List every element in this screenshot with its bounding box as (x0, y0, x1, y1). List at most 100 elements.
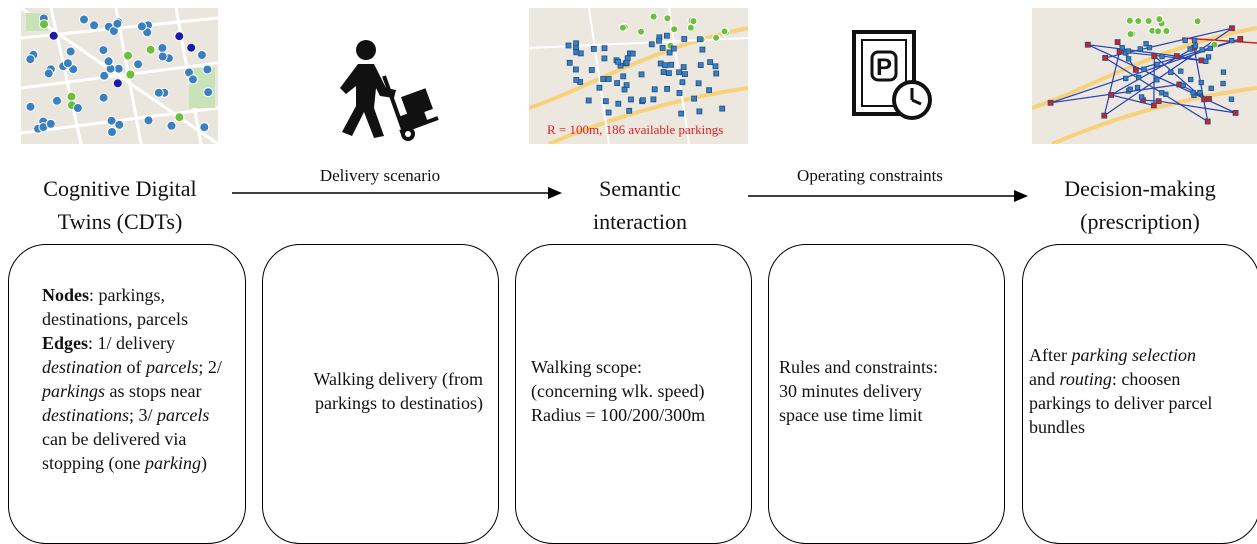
parking-cluster-marker (601, 77, 606, 82)
decision-text-2: and (1029, 369, 1060, 389)
chosen-parking-marker (1156, 99, 1161, 104)
parking-cluster-marker (682, 37, 687, 42)
delivery-icon-image (300, 8, 450, 144)
parking-cluster-marker (671, 46, 676, 51)
parking-cluster-marker (1191, 90, 1196, 95)
parking-cluster-marker (677, 91, 682, 96)
parking-cluster-marker (1136, 75, 1141, 80)
parking-cluster-marker (603, 99, 608, 104)
decision-map-image (1032, 8, 1257, 144)
parking-marker (80, 15, 89, 24)
arrow-1 (232, 186, 562, 200)
chosen-parking-marker (1207, 97, 1212, 102)
parking-marker (200, 123, 209, 132)
parking-cluster-marker (697, 109, 702, 114)
parking-cluster-marker (1126, 49, 1131, 54)
parking-cluster-marker (657, 38, 662, 43)
parking-cluster-marker (602, 46, 607, 51)
box-semantic-text: Walking scope: (concerning wlk. speed) R… (531, 355, 751, 427)
parking-cluster-marker (1188, 77, 1193, 82)
parking-cluster-marker (1230, 38, 1235, 43)
decision-em-2: routing (1060, 369, 1112, 389)
parking-cluster-marker (624, 60, 629, 65)
parking-cluster-marker (1155, 62, 1160, 66)
parking-cluster-marker (627, 108, 632, 113)
parking-cluster-marker (1135, 85, 1140, 90)
parking-cluster-marker (1124, 76, 1129, 81)
parking-cluster-marker (1181, 83, 1186, 88)
parking-cluster-marker (591, 46, 596, 51)
destination-marker (1135, 18, 1142, 25)
parking-cluster-marker (1188, 47, 1193, 52)
parking-cluster-marker (665, 86, 670, 91)
parking-cluster-marker (1206, 55, 1211, 60)
chosen-parking-marker (1151, 103, 1156, 108)
destination-marker (1126, 17, 1133, 24)
parking-marker (175, 113, 184, 122)
chosen-parking-marker (1048, 100, 1053, 105)
parking-marker (187, 43, 196, 52)
chosen-parking-marker (1115, 40, 1120, 45)
parking-marker (73, 104, 82, 113)
parking-marker (197, 51, 206, 60)
parking-cluster-marker (1160, 54, 1165, 59)
parking-marker (44, 69, 53, 78)
chosen-parking-marker (1238, 36, 1243, 41)
parking-cluster-marker (1221, 70, 1226, 75)
constraints-line2: 30 minutes delivery (779, 379, 999, 403)
parking-cluster-marker (1126, 57, 1131, 62)
edges-text-3: ; 2/ (198, 357, 222, 377)
destination-marker (664, 15, 671, 22)
parking-cluster-marker (1164, 92, 1169, 97)
parking-cluster-marker (663, 63, 668, 68)
parking-cluster-marker (651, 97, 656, 102)
edges-text-1: : 1/ delivery (88, 333, 175, 353)
semantic-line3: Radius = 100/200/300m (531, 403, 751, 427)
edge-label-delivery-scenario: Delivery scenario (290, 166, 470, 186)
parking-cluster-marker (1208, 46, 1213, 51)
edges-em-5: parcels (157, 405, 209, 425)
chosen-parking-marker (1102, 113, 1107, 118)
parking-cluster-marker (567, 60, 572, 65)
parking-cluster-marker (683, 72, 688, 77)
cdt-label-line1: Cognitive Digital (0, 172, 240, 205)
destination-marker (1155, 28, 1162, 35)
parking-cluster-marker (660, 45, 665, 50)
constraints-line1: Rules and constraints: (779, 355, 999, 379)
semantic-map-svg: R = 100m, 186 available parkings (529, 8, 748, 144)
parking-marker (175, 32, 184, 41)
edges-text-2: of (122, 357, 146, 377)
semantic-line2: (concerning wlk. speed) (531, 379, 751, 403)
parking-cluster-marker (713, 64, 718, 69)
delivery-worker-icon (300, 8, 450, 144)
box-decision: After parking selection and routing: cho… (1022, 244, 1257, 544)
chosen-parking-marker (1152, 54, 1157, 59)
parking-marker (63, 59, 72, 68)
parking-marker (40, 20, 49, 29)
parking-marker (66, 47, 75, 56)
parking-marker (158, 52, 167, 61)
destination-marker (687, 24, 694, 31)
destination-marker (1156, 16, 1163, 23)
stage-label-cdt: Cognitive Digital Twins (CDTs) (0, 172, 240, 238)
parking-cluster-marker (639, 72, 644, 77)
chosen-parking-marker (1133, 67, 1138, 72)
destination-marker (638, 28, 645, 35)
chosen-parking-marker (1233, 110, 1238, 115)
stage-label-decision: Decision-making (prescription) (1030, 172, 1250, 238)
parking-cluster-marker (1221, 81, 1226, 86)
parking-cluster-marker (707, 88, 712, 93)
chosen-parking-marker (1205, 119, 1210, 124)
semantic-map-caption: R = 100m, 186 available parkings (547, 122, 723, 137)
box-cdt: Nodes: parkings, destinations, parcels E… (8, 244, 246, 544)
parking-cluster-marker (615, 81, 620, 86)
decision-label-line2: (prescription) (1030, 205, 1250, 238)
edges-text-4: as stops near (105, 381, 201, 401)
box-constraints-text: Rules and constraints: 30 minutes delive… (779, 355, 999, 427)
parking-cluster-marker (597, 85, 602, 90)
parking-marker (108, 128, 117, 137)
parking-cluster-marker (602, 56, 607, 61)
scenario-line2: parkings to destinatios) (263, 391, 483, 415)
parking-cluster-marker (720, 106, 725, 111)
chosen-parking-marker (1202, 97, 1207, 102)
